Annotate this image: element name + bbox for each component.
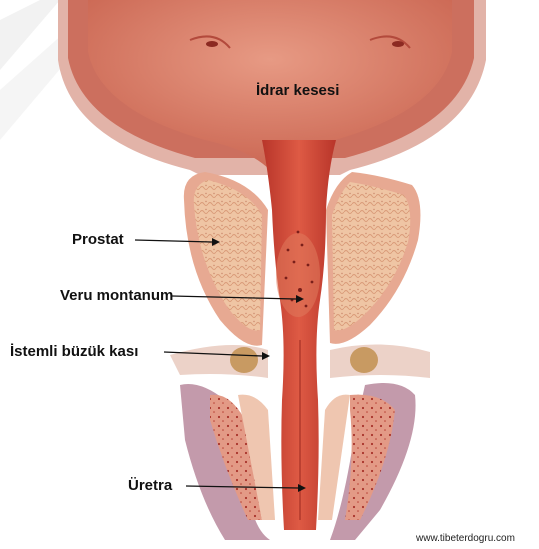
credit-text: www.tibeterdogru.com — [416, 533, 515, 544]
label-bladder: İdrar kesesi — [256, 83, 339, 98]
label-veru-montanum: Veru montanum — [60, 288, 173, 303]
label-prostate: Prostat — [72, 232, 124, 247]
label-urethra: Üretra — [128, 478, 172, 493]
label-sphincter: İstemli büzük kası — [10, 344, 138, 359]
